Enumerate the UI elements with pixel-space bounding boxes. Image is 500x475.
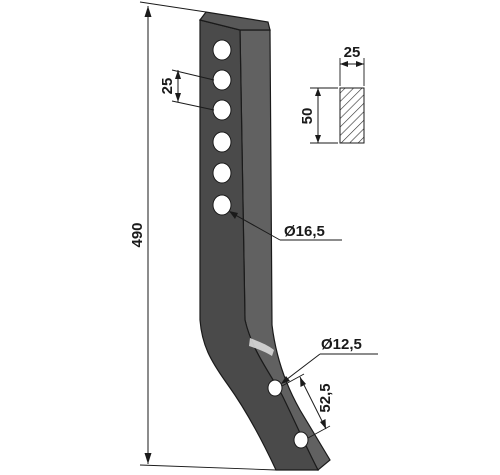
lower-diameter-callout: Ø12,5 — [281, 336, 378, 384]
pitch-label: 25 — [159, 78, 176, 95]
length-dimension: 490 — [129, 1, 277, 471]
upper-hole-4 — [212, 131, 232, 153]
lower-spacing-label: 52,5 — [317, 383, 334, 412]
upper-diameter-callout: Ø16,5 — [229, 211, 342, 241]
cross-section: 25 50 — [299, 44, 365, 144]
section-height-label: 50 — [299, 108, 316, 125]
upper-hole-1 — [212, 39, 232, 61]
lower-hole-2 — [293, 431, 309, 449]
upper-hole-5 — [212, 162, 232, 184]
pitch-dimension: 25 — [159, 69, 215, 111]
section-width-label: 25 — [344, 44, 361, 61]
upper-diameter-label: Ø16,5 — [284, 223, 325, 240]
upper-hole-2 — [212, 69, 232, 91]
upper-hole-3 — [212, 99, 232, 121]
tine-front-face — [199, 19, 319, 471]
bend-highlight — [249, 338, 274, 356]
lower-holes — [267, 379, 309, 449]
section-hatch — [339, 87, 365, 144]
length-label: 490 — [129, 222, 146, 247]
upper-hole-6 — [212, 194, 232, 216]
lower-hole-1 — [267, 379, 283, 397]
lower-diameter-label: Ø12,5 — [321, 336, 362, 353]
tine-top-face — [198, 11, 271, 31]
lower-spacing-dimension: 52,5 — [281, 373, 334, 439]
